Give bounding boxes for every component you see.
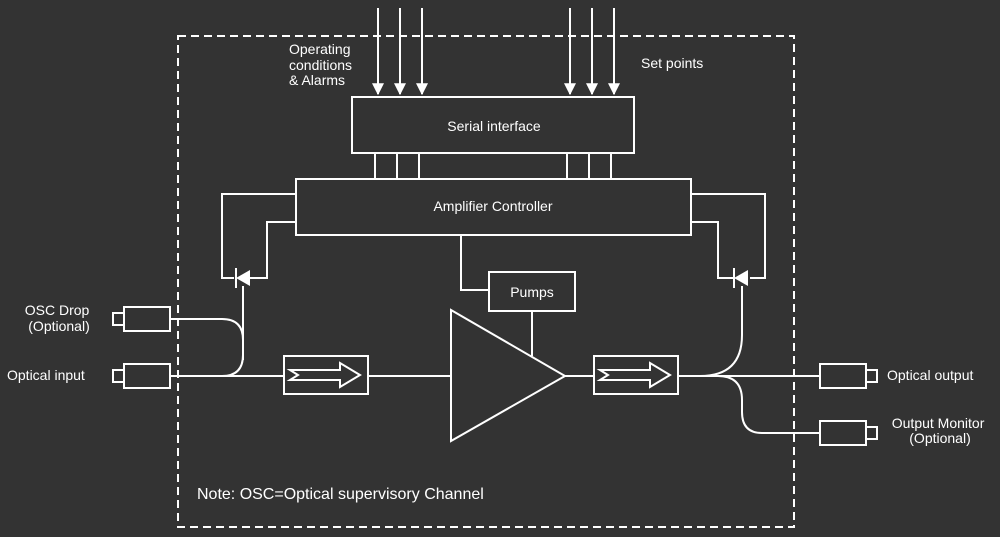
note-text: Note: OSC=Optical supervisory Channel	[197, 486, 484, 503]
output-monitor-label: Output Monitor (Optional)	[892, 415, 989, 446]
amplifier-controller-label: Amplifier Controller	[433, 198, 552, 214]
optical-output-label: Optical output	[887, 367, 973, 383]
optical-input-connector	[112, 363, 171, 389]
input-photodiode	[221, 193, 296, 360]
serial-controller-bus	[374, 153, 612, 179]
set-points-arrows	[564, 8, 620, 96]
operating-label: Operating conditions & Alarms	[289, 41, 356, 88]
controller-pumps-line	[460, 235, 489, 291]
optical-input-label: Optical input	[7, 367, 85, 383]
osc-drop-label: OSC Drop (Optional)	[25, 302, 93, 334]
set-points-label: Set points	[641, 55, 703, 71]
output-monitor-connector	[819, 420, 878, 446]
amplifier-controller-box	[295, 178, 692, 236]
osc-drop-connector	[112, 306, 171, 332]
optical-path	[170, 318, 820, 434]
optical-output-connector	[819, 363, 878, 389]
operating-conditions-arrows	[372, 8, 428, 96]
amplifier-triangle	[450, 308, 568, 443]
serial-interface-box	[351, 96, 635, 154]
pumps-label: Pumps	[510, 284, 554, 300]
input-isolator-arrow-icon	[286, 361, 362, 389]
serial-interface-label: Serial interface	[447, 118, 541, 134]
output-isolator-arrow-icon	[596, 361, 672, 389]
module-boundary	[177, 35, 795, 528]
output-photodiode	[691, 193, 766, 335]
